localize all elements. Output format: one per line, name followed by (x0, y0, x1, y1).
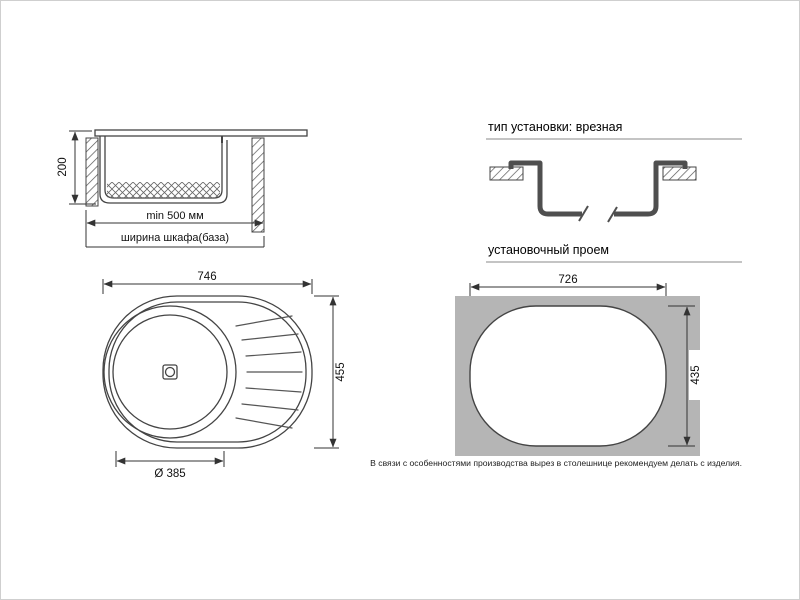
break-mark (578, 205, 589, 222)
drainboard-rib (241, 403, 299, 411)
drainboard-rib (245, 387, 302, 393)
bowl-bottom-hatch (107, 182, 220, 198)
cutout-title: установочный проем (488, 243, 609, 257)
drain-square (162, 364, 178, 380)
sink-inner-rim (108, 301, 307, 443)
cutout-width-dimension-label: 726 (558, 274, 577, 286)
drainboard-rib (235, 417, 293, 429)
cutout-opening (469, 305, 667, 447)
sink-bowl-profile-outer (99, 136, 228, 204)
cutout-height-dimension-label: 435 (690, 365, 702, 384)
plan-view: 746 455 Ø 385 (102, 271, 347, 480)
countertop-hatch-left (85, 137, 99, 207)
drainboard-rib (235, 315, 293, 327)
mount-type-section: тип установки: врезная (486, 120, 742, 223)
bowl-inner-circle (112, 314, 228, 430)
sink-outline (102, 295, 313, 449)
cabinet-width-label: ширина шкафа(база) (121, 232, 229, 244)
min-width-dimension-label: min 500 мм (146, 210, 203, 222)
cutout-section: установочный проем 726 435 В связи с осо… (370, 243, 742, 468)
depth-dimension-label: 200 (57, 157, 69, 176)
inset-sink-profile-left (508, 160, 582, 217)
countertop-hatch-left (489, 166, 524, 181)
overall-depth-dimension-label: 455 (335, 362, 347, 381)
countertop-hatch-right (251, 137, 265, 233)
drainboard-rib (241, 333, 299, 341)
overall-width-dimension-label: 746 (197, 271, 216, 283)
countertop-hatch-right (662, 166, 697, 181)
inset-sink-profile-right (614, 160, 688, 217)
mount-type-title: тип установки: врезная (488, 120, 622, 134)
sink-rim-profile (94, 129, 308, 137)
label-halo (689, 350, 703, 400)
drainboard-rib (245, 351, 302, 357)
break-mark (607, 206, 618, 223)
drain-circle (164, 366, 176, 378)
production-note: В связи с особенностями производства выр… (370, 458, 742, 468)
side-section-view: 200 min 500 мм ширина шкафа(база) (57, 129, 308, 248)
bowl-diameter-dimension-label: Ø 385 (154, 468, 185, 480)
bowl-outer-circle (103, 305, 237, 439)
